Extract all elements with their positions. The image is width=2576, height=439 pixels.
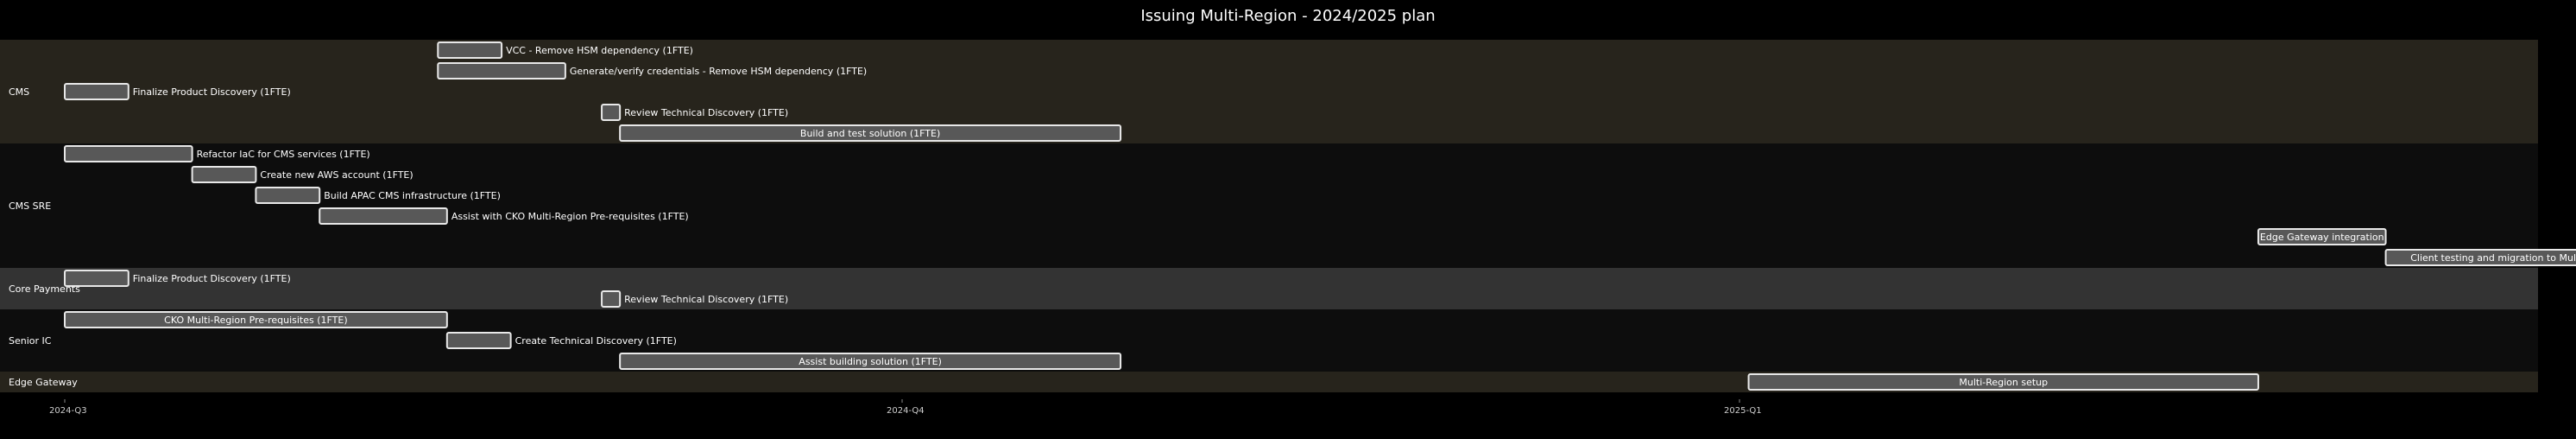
task-bar [619,124,1122,142]
task-label: Multi-Region setup [1959,377,2048,388]
task-bar [445,332,512,349]
lane-label: Edge Gateway [9,377,78,388]
lane-label: Core Payments [9,283,80,295]
task-bar [601,104,622,121]
task-label: Review Technical Discovery (1FTE) [624,107,788,118]
task-bar [64,83,129,100]
task-bar [255,187,321,204]
task-label: Assist building solution (1FTE) [799,356,942,367]
task-bar [2384,249,2576,266]
task-label: CKO Multi-Region Pre-requisites (1FTE) [164,315,347,326]
lane-label: CMS SRE [9,200,51,212]
task-label: Finalize Product Discovery (1FTE) [133,86,291,98]
lane-label: CMS [9,86,29,98]
task-bar [64,270,129,287]
task-label: Review Technical Discovery (1FTE) [624,294,788,305]
task-label: Refactor IaC for CMS services (1FTE) [197,149,370,160]
task-bar [1747,373,2259,391]
task-bar [2257,228,2387,245]
lane-label: Senior IC [9,335,52,347]
task-bar [191,166,257,183]
task-label: Build and test solution (1FTE) [800,128,940,139]
task-bar [601,290,622,308]
x-tick-label: 2024-Q4 [887,406,925,416]
task-bar [64,145,193,162]
lane-band [0,40,2538,143]
lane-band [0,143,2538,268]
x-tick-label: 2025-Q1 [1724,406,1762,416]
task-bar [437,62,566,80]
task-label: Create Technical Discovery (1FTE) [515,335,677,347]
task-label: Client testing and migration to Multi-re… [2410,252,2576,264]
task-bar [437,41,503,59]
task-label: VCC - Remove HSM dependency (1FTE) [506,45,693,56]
task-label: Generate/verify credentials - Remove HSM… [570,66,867,77]
x-tick-label: 2024-Q3 [49,406,87,416]
task-bar [64,311,448,328]
task-label: Finalize Product Discovery (1FTE) [133,273,291,284]
task-label: Edge Gateway integration [2260,232,2384,243]
task-bar [319,207,448,225]
task-label: Assist with CKO Multi-Region Pre-requisi… [451,211,689,222]
task-label: Build APAC CMS infrastructure (1FTE) [324,190,501,201]
chart-title: Issuing Multi-Region - 2024/2025 plan [1140,7,1436,25]
task-bar [619,353,1122,370]
task-label: Create new AWS account (1FTE) [260,169,413,181]
lane-band [0,268,2538,309]
